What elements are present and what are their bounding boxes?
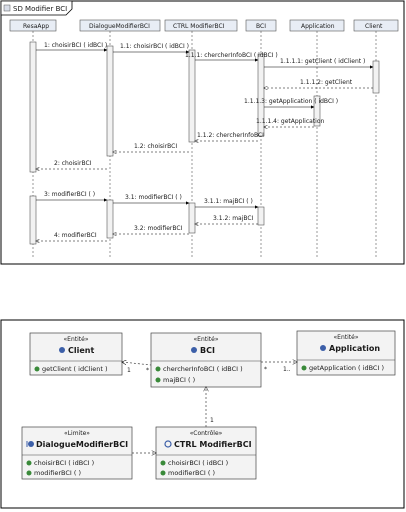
- class-dialogue: «Limite» DialogueModifierBCI choisirBCI …: [21, 426, 133, 480]
- dialogue-stereotype: «Limite»: [64, 430, 90, 437]
- msg-1-1-1-2: 1.1.1.2: getClient: [300, 79, 353, 86]
- lifeline-client: Client: [365, 23, 383, 30]
- operation-icon: [160, 460, 166, 466]
- msg-1-1: 1.1: choisirBCI ( idBCI ): [120, 43, 189, 50]
- msg-1-1-2: 1.1.2: chercherInfoBCI: [197, 132, 264, 139]
- application-op-1: getApplication ( idBCI ): [309, 364, 384, 372]
- lifeline-ctrl: CTRL ModifierBCI: [173, 23, 225, 30]
- client-op-1: getClient ( idClient ): [42, 365, 108, 373]
- msg-3-2: 3.2: modifierBCI: [134, 225, 183, 232]
- operation-icon: [301, 365, 307, 371]
- msg-1-2: 1.2: choisirBCI: [134, 143, 177, 150]
- operation-icon: [34, 366, 40, 372]
- msg-1-1-1-3: 1.1.1.3: getApplication ( idBCI ): [244, 98, 338, 105]
- msg-1: 1: choisirBCI ( idBCI ): [44, 42, 107, 49]
- associations: [122, 362, 297, 453]
- msg-1-1-1-1: 1.1.1.1: getClient ( idClient ): [280, 58, 365, 65]
- msg-1-1-1: 1.1.1: chercherInfoBCI ( idBCI ): [185, 52, 278, 59]
- bci-op-1: chercherInfoBCI ( idBCI ): [163, 365, 243, 373]
- dialogue-op-2: modifierBCI ( ): [34, 469, 81, 477]
- control-icon: [164, 440, 172, 448]
- ctrl-name: CTRL ModifierBCI: [174, 440, 252, 449]
- dialogue-name: DialogueModifierBCI: [36, 440, 128, 449]
- msg-3-1-2: 3.1.2: majBCI: [213, 215, 254, 222]
- msg-3-1-1: 3.1.1: majBCI ( ): [204, 198, 253, 205]
- msg-3-1: 3.1: modifierBCI ( ): [125, 194, 182, 201]
- message-labels: 1: choisirBCI ( idBCI ) 1.1: choisirBCI …: [44, 42, 365, 239]
- operation-icon: [26, 470, 32, 476]
- operation-icon: [155, 377, 161, 383]
- class-ctrl: «Contrôle» CTRL ModifierBCI choisirBCI (…: [155, 426, 257, 480]
- ctrl-stereotype: «Contrôle»: [190, 430, 223, 437]
- msg-3: 3: modifierBCI ( ): [44, 191, 95, 198]
- client-stereotype: «Entité»: [64, 336, 89, 343]
- sequence-diagram: SD Modifier BCI ResaApp DialogueModifier…: [0, 0, 405, 265]
- bci-op-2: majBCI ( ): [163, 376, 195, 384]
- entity-icon: [191, 347, 197, 353]
- entity-icon: [320, 345, 326, 351]
- class-diagram: «Entité» Client getClient ( idClient ) «…: [0, 319, 405, 509]
- lifeline-dialogue: DialogueModifierBCI: [89, 23, 150, 30]
- lifeline-heads: ResaApp DialogueModifierBCI CTRL Modifie…: [9, 19, 399, 32]
- mult-client: 1: [127, 367, 131, 374]
- message-arrows: [36, 48, 374, 241]
- application-stereotype: «Entité»: [334, 334, 359, 341]
- mult-application: 1..: [283, 366, 291, 373]
- operation-icon: [160, 470, 166, 476]
- msg-1-1-1-4: 1.1.1.4: getApplication: [256, 118, 324, 125]
- boundary-icon: [28, 441, 34, 447]
- mult-bci-left: *: [146, 367, 149, 374]
- bci-stereotype: «Entité»: [194, 336, 219, 343]
- ctrl-op-1: choisirBCI ( idBCI ): [168, 459, 228, 467]
- msg-4: 4: modifierBCI: [54, 232, 97, 239]
- activation-bars: [29, 41, 380, 245]
- operation-icon: [26, 460, 32, 466]
- sequence-title-tab: [0, 0, 73, 16]
- diagram-icon: [3, 4, 11, 12]
- lifeline-resaapp: ResaApp: [23, 23, 49, 30]
- application-name: Application: [329, 344, 380, 353]
- class-application: «Entité» Application getApplication ( id…: [296, 330, 396, 376]
- client-name: Client: [68, 346, 94, 355]
- ctrl-op-2: modifierBCI ( ): [168, 469, 215, 477]
- lifeline-application: Application: [301, 23, 335, 30]
- mult-ctrl-bci: 1: [210, 417, 214, 424]
- entity-icon: [59, 347, 65, 353]
- lifeline-bci: BCI: [256, 23, 266, 30]
- mult-bci-right: *: [264, 366, 267, 373]
- dialogue-op-1: choisirBCI ( idBCI ): [34, 459, 94, 467]
- sequence-title: SD Modifier BCI: [13, 5, 67, 13]
- sequence-frame: [0, 0, 405, 265]
- bci-name: BCI: [200, 346, 215, 355]
- class-client: «Entité» Client getClient ( idClient ): [29, 332, 123, 376]
- class-bci: «Entité» BCI chercherInfoBCI ( idBCI ) m…: [150, 332, 262, 388]
- operation-icon: [155, 366, 161, 372]
- msg-2: 2: choisirBCI: [54, 160, 92, 167]
